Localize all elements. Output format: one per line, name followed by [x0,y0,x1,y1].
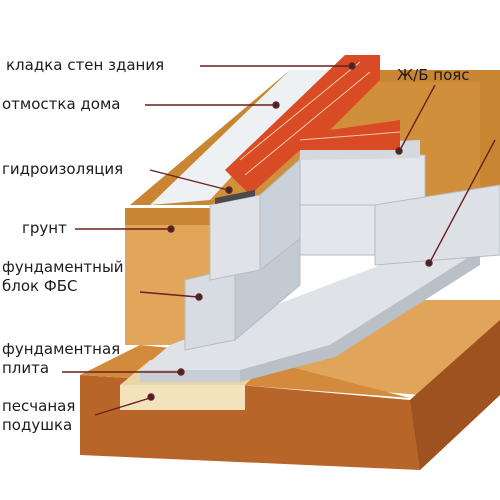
brick-wall [225,55,400,195]
label-sand-cushion: песчаная подушка [2,397,75,435]
leader-masonry-dot [348,62,356,70]
leader-belt-dot [395,147,403,155]
label-fbs-block: фундаментный блок ФБС [2,258,124,296]
waterproofing-layer [215,190,255,204]
label-blind-area: отмостка дома [2,95,121,113]
label-sand-cushion-line1: песчаная [2,397,76,415]
label-foundation-slab-line1: фундаментная [2,340,121,358]
leader-blind-dot [272,101,280,109]
foundation-slab-side [240,250,480,382]
label-masonry: кладка стен здания [6,56,165,74]
leader-slab-dot [177,368,185,376]
blind-area-strip [150,70,330,205]
back-wall-right [374,184,500,266]
label-sand-cushion-line2: подушка [2,416,73,434]
fbs-upper-front [209,194,261,281]
leader-hydro [149,169,229,191]
leader-lines [62,62,496,416]
brick-joints [239,61,401,176]
leader-hydro-dot [225,186,233,194]
soil-left-shade [125,208,210,225]
label-fbs-block-line2: блок ФБС [2,277,78,295]
label-foundation-slab-line2: плита [2,359,50,377]
leader-sand [94,397,151,416]
leader-belt-right-dot [425,259,433,267]
label-waterproofing: гидроизоляция [2,160,124,178]
foundation-slab-front [140,370,240,382]
label-rc-belt: Ж/Б пояс [397,66,470,84]
sand-cushion-front [120,385,245,410]
soil-front-right [410,320,500,470]
label-foundation-slab: фундаментная плита [2,340,120,378]
leader-belt-right [429,139,496,263]
leader-sand-dot [147,393,155,401]
leader-fbs [139,291,199,298]
label-fbs-block-line1: фундаментный [2,258,124,276]
leader-soil-dot [167,225,175,233]
leader-belt [399,84,436,151]
leader-fbs-dot [195,293,203,301]
label-soil: грунт [22,219,67,237]
soil-front-face [80,320,500,470]
